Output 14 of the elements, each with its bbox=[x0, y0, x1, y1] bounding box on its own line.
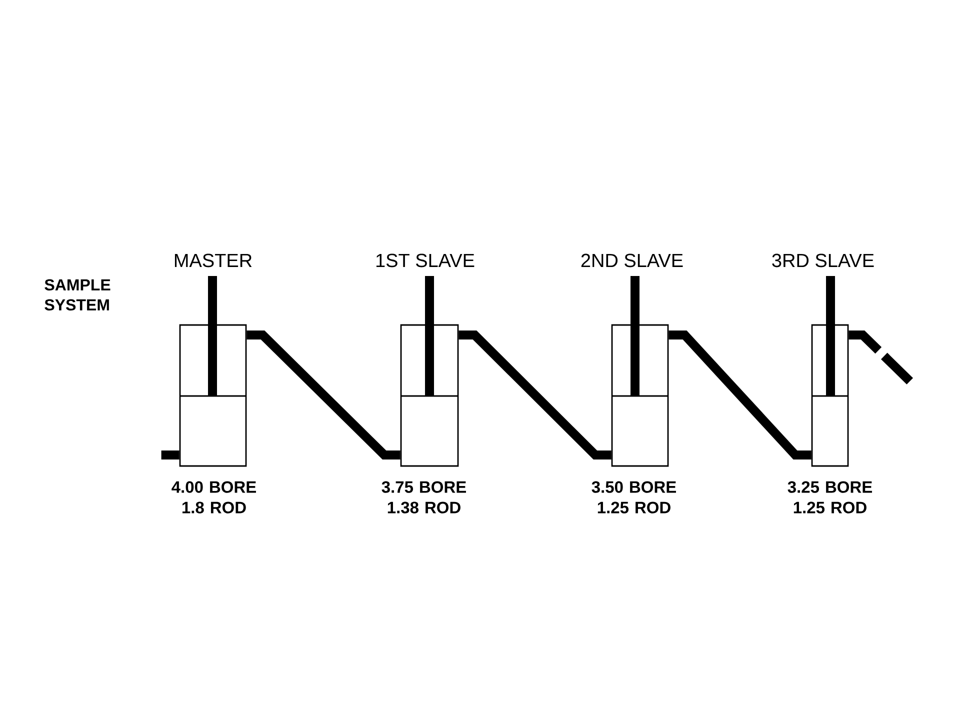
bore-rod-label: 3.75 BORE 1.38 ROD bbox=[382, 481, 466, 514]
bore-rod-label: 3.50 BORE 1.25 ROD bbox=[592, 481, 676, 514]
hydraulic-line bbox=[246, 330, 400, 460]
bore-rod-label: 3.25 BORE 1.25 ROD bbox=[788, 481, 872, 514]
hydraulic-line bbox=[848, 330, 914, 386]
hydraulic-line bbox=[458, 330, 612, 460]
hydraulic-line bbox=[668, 330, 812, 460]
hydraulic-line bbox=[161, 450, 180, 460]
cylinder-label: 3RD SLAVE bbox=[772, 254, 874, 268]
cylinder-label: 1ST SLAVE bbox=[376, 254, 474, 268]
bore-rod-label: 4.00 BORE 1.8 ROD bbox=[172, 481, 256, 514]
cylinder-label: MASTER bbox=[174, 254, 252, 268]
cylinder-label: 2ND SLAVE bbox=[581, 254, 683, 268]
system-label: SAMPLE SYSTEM bbox=[44, 279, 110, 311]
